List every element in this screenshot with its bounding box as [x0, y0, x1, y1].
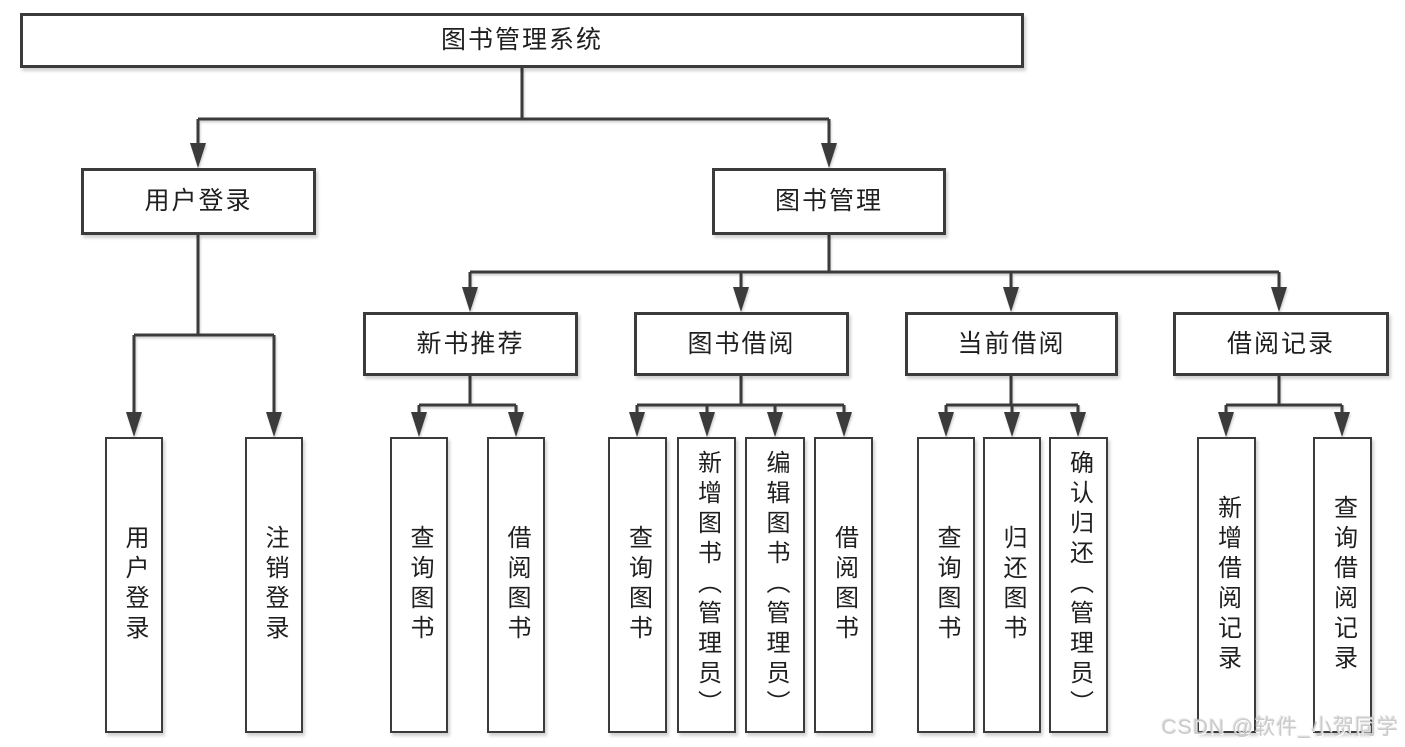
node-book-management: 图书管理: [712, 168, 946, 235]
leaf-edit-books-admin: 编辑图书（管理员）: [745, 437, 805, 733]
leaf-add-books-admin-label: 新增图书（管理员）: [693, 450, 721, 720]
leaf-query-borrow-record-label: 查询借阅记录: [1329, 495, 1357, 675]
leaf-borrow-books-recommend-label: 借阅图书: [503, 525, 530, 645]
node-current-borrowing-label: 当前借阅: [957, 329, 1066, 358]
leaf-add-borrow-record-label: 新增借阅记录: [1213, 495, 1241, 675]
node-user-login-label: 用户登录: [144, 187, 253, 215]
node-library-system-label: 图书管理系统: [440, 26, 603, 54]
leaf-query-books-recommend-label: 查询图书: [406, 525, 433, 645]
leaf-query-books-current: 查询图书: [917, 437, 975, 733]
node-new-book-recommend-label: 新书推荐: [416, 329, 525, 358]
leaf-borrow-books-label: 借阅图书: [830, 525, 858, 645]
leaf-logout: 注销登录: [245, 437, 303, 733]
node-book-borrowing-label: 图书借阅: [687, 329, 796, 358]
leaf-borrow-books: 借阅图书: [814, 437, 873, 733]
leaf-confirm-return-admin: 确认归还（管理员）: [1049, 437, 1108, 733]
leaf-add-borrow-record: 新增借阅记录: [1197, 437, 1256, 733]
arrowheads: [126, 143, 1350, 437]
node-borrow-records-label: 借阅记录: [1226, 329, 1335, 358]
leaf-add-books-admin: 新增图书（管理员）: [677, 437, 736, 733]
leaf-borrow-books-recommend: 借阅图书: [487, 437, 545, 733]
node-library-system: 图书管理系统: [20, 13, 1024, 68]
node-book-borrowing: 图书借阅: [634, 312, 849, 376]
leaf-query-books-borrow: 查询图书: [608, 437, 667, 733]
csdn-watermark: CSDN @软件_小贺同学: [1161, 716, 1399, 739]
leaf-edit-books-admin-label: 编辑图书（管理员）: [762, 450, 789, 720]
leaf-confirm-return-admin-label: 确认归还（管理员）: [1065, 450, 1093, 720]
leaf-query-books-borrow-label: 查询图书: [624, 525, 652, 645]
leaf-user-login-label: 用户登录: [121, 525, 148, 645]
node-book-management-label: 图书管理: [774, 187, 883, 215]
leaf-query-books-recommend: 查询图书: [390, 437, 448, 733]
node-new-book-recommend: 新书推荐: [363, 312, 578, 376]
leaf-return-books: 归还图书: [983, 437, 1041, 733]
node-user-login: 用户登录: [81, 168, 316, 235]
leaf-return-books-label: 归还图书: [999, 525, 1026, 645]
node-borrow-records: 借阅记录: [1173, 312, 1389, 376]
node-current-borrowing: 当前借阅: [905, 312, 1118, 376]
leaf-user-login: 用户登录: [105, 437, 163, 733]
leaf-query-books-current-label: 查询图书: [933, 525, 960, 645]
leaf-query-borrow-record: 查询借阅记录: [1313, 437, 1372, 733]
leaf-logout-label: 注销登录: [261, 525, 288, 645]
